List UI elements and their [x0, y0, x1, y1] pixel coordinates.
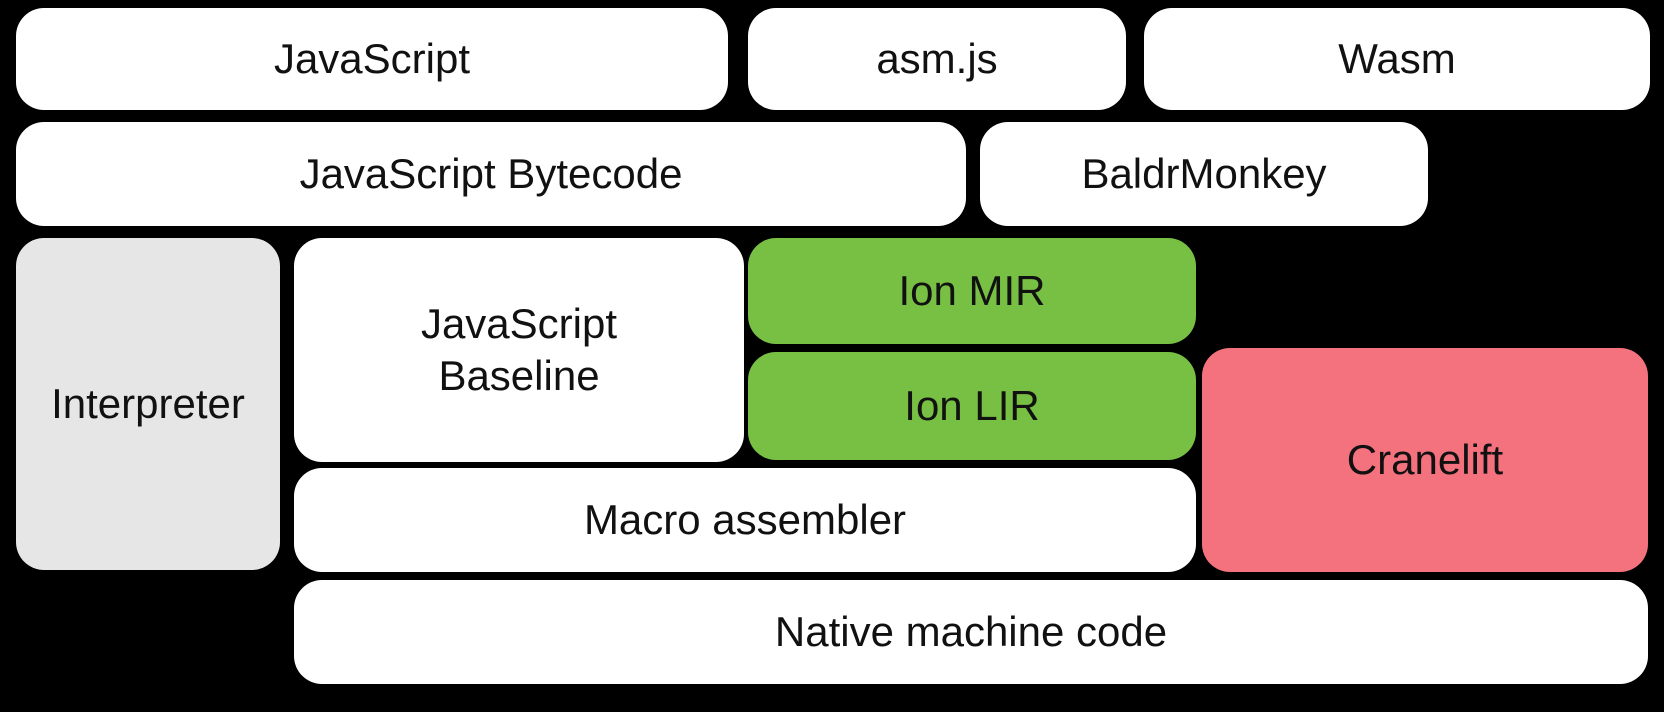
box-javascript-label: JavaScript	[273, 34, 471, 82]
box-javascript-baseline-label: JavaScript Baseline	[420, 299, 618, 400]
box-macro-assembler: Macro assembler	[294, 468, 1196, 572]
box-javascript-bytecode: JavaScript Bytecode	[16, 122, 966, 226]
box-ion-lir-label: Ion LIR	[904, 381, 1040, 429]
box-native-machine-code: Native machine code	[294, 580, 1648, 684]
box-baldrmonkey-label: BaldrMonkey	[1081, 149, 1327, 197]
box-interpreter: Interpreter	[16, 238, 280, 570]
box-ion-mir: Ion MIR	[748, 238, 1196, 344]
box-interpreter-label: Interpreter	[51, 379, 245, 427]
box-baldrmonkey: BaldrMonkey	[980, 122, 1428, 226]
box-native-machine-code-label: Native machine code	[774, 607, 1168, 655]
box-wasm: Wasm	[1144, 8, 1650, 110]
box-wasm-label: Wasm	[1338, 34, 1456, 82]
box-javascript-baseline: JavaScript Baseline	[294, 238, 744, 462]
box-macro-assembler-label: Macro assembler	[583, 495, 907, 543]
box-ion-mir-label: Ion MIR	[898, 266, 1046, 314]
box-cranelift-label: Cranelift	[1346, 435, 1504, 483]
box-javascript-bytecode-label: JavaScript Bytecode	[299, 149, 683, 197]
box-cranelift: Cranelift	[1202, 348, 1648, 572]
box-ion-lir: Ion LIR	[748, 352, 1196, 460]
box-asm-js: asm.js	[748, 8, 1126, 110]
box-javascript: JavaScript	[16, 8, 728, 110]
box-asm-js-label: asm.js	[876, 34, 998, 82]
